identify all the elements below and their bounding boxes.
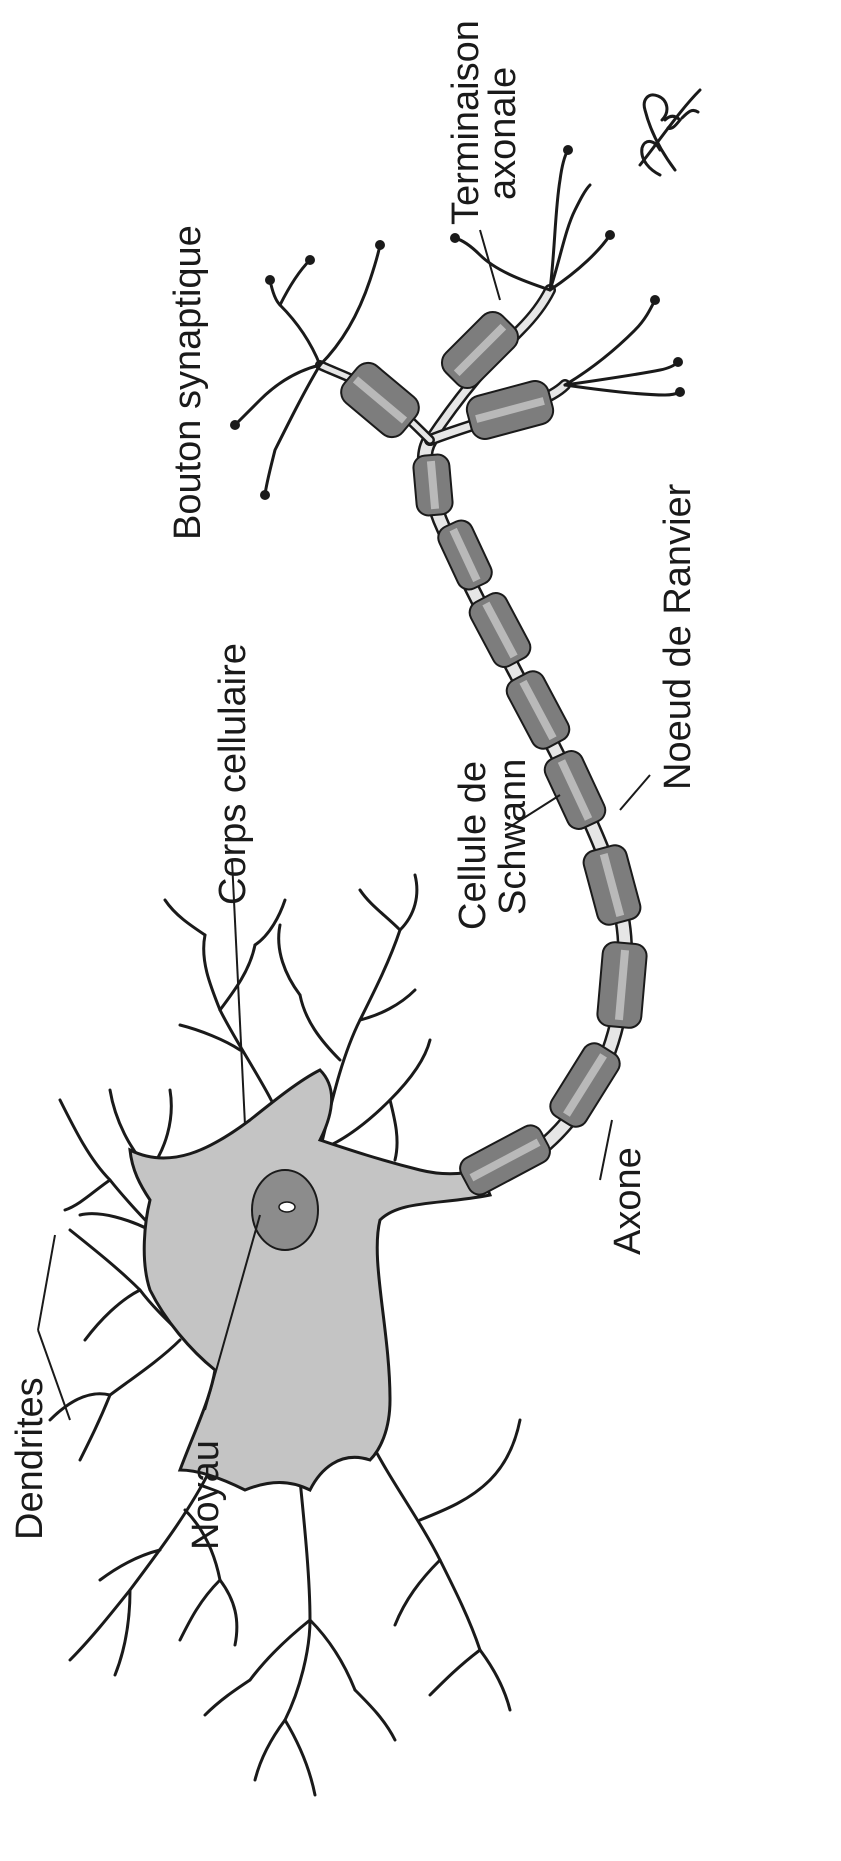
label-cellule-de-schwann-line2: Schwann <box>492 759 534 915</box>
label-dendrites: Dendrites <box>9 1377 51 1540</box>
label-axone: Axone <box>607 1147 649 1255</box>
label-cellule-de-schwann-line1: Cellule de <box>452 761 494 930</box>
label-noyau: Noyau <box>185 1440 227 1550</box>
artist-signature <box>640 90 700 175</box>
schwann-cells <box>335 306 647 1199</box>
cell-body <box>130 1070 490 1490</box>
label-bouton-synaptique: Bouton synaptique <box>167 225 209 540</box>
label-terminaison-axonale-line1: Terminaison <box>445 20 487 225</box>
label-terminaison-axonale-line2: axonale <box>482 67 524 200</box>
label-corps-cellulaire: Corps cellulaire <box>212 643 254 905</box>
nucleolus <box>279 1202 295 1212</box>
label-noeud-de-ranvier: Noeud de Ranvier <box>657 483 699 790</box>
